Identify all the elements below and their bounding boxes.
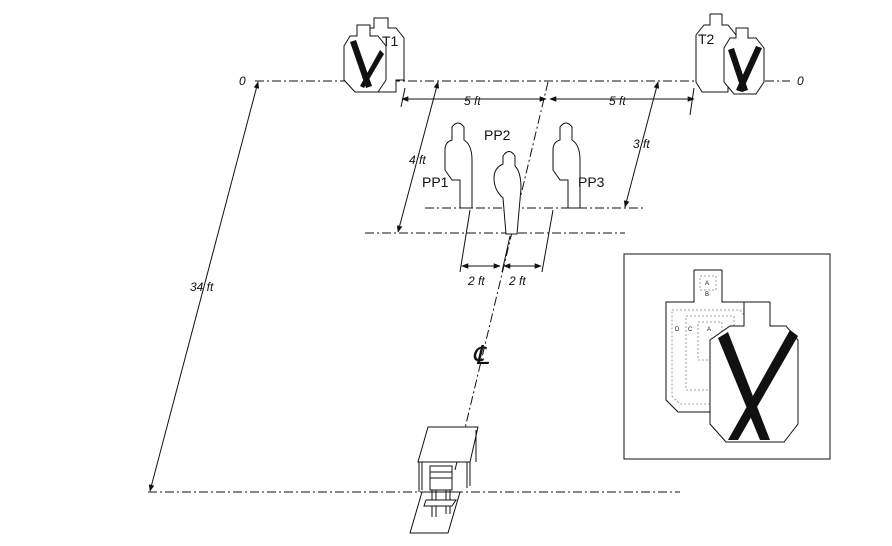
dim-right-span-label: 5 ft xyxy=(609,94,626,108)
inset-target-detail: A B C D A xyxy=(623,253,831,460)
dim-line-depth-right xyxy=(623,81,660,208)
inset-zone-b-head: B xyxy=(705,292,709,298)
inset-zone-d: D xyxy=(675,327,680,333)
zero-label-right: 0 xyxy=(797,74,804,88)
label-pp1: PP1 xyxy=(422,174,449,190)
silhouette-pp3 xyxy=(552,122,581,209)
dim-depth-left-label: 4 ft xyxy=(409,153,426,167)
dim-tick-pp1 xyxy=(459,209,471,273)
dim-line-depth-left xyxy=(396,81,440,233)
target-t1 xyxy=(343,17,405,93)
inset-zone-a-head: A xyxy=(705,281,709,287)
dim-left-span-label: 5 ft xyxy=(464,94,481,108)
dim-spacing-left-label: 2 ft xyxy=(467,274,485,288)
dim-line-total xyxy=(148,81,260,492)
label-t2: T2 xyxy=(698,31,715,47)
inset-zone-a-body: A xyxy=(707,327,711,333)
silhouette-pp2 xyxy=(493,151,522,235)
label-pp2: PP2 xyxy=(484,127,511,143)
dim-depth-right-label: 3 ft xyxy=(633,137,650,151)
dim-tick-left xyxy=(400,87,406,108)
zero-label-left: 0 xyxy=(239,74,246,88)
inset-zone-c: C xyxy=(688,327,693,333)
silhouette-pp1 xyxy=(444,122,473,209)
target-t2 xyxy=(695,13,765,95)
dim-tick-right xyxy=(689,87,695,116)
dim-total-label: 34 ft xyxy=(190,280,214,294)
label-pp3: PP3 xyxy=(578,174,605,190)
centerline-symbol: ℄ xyxy=(472,340,490,370)
dim-spacing-right-label: 2 ft xyxy=(508,274,526,288)
label-t1: T1 xyxy=(382,33,399,49)
dim-tick-pp3 xyxy=(541,209,554,273)
table-and-chair xyxy=(409,426,479,534)
centerline xyxy=(454,81,549,471)
dim-tick-pp2 xyxy=(501,235,511,273)
